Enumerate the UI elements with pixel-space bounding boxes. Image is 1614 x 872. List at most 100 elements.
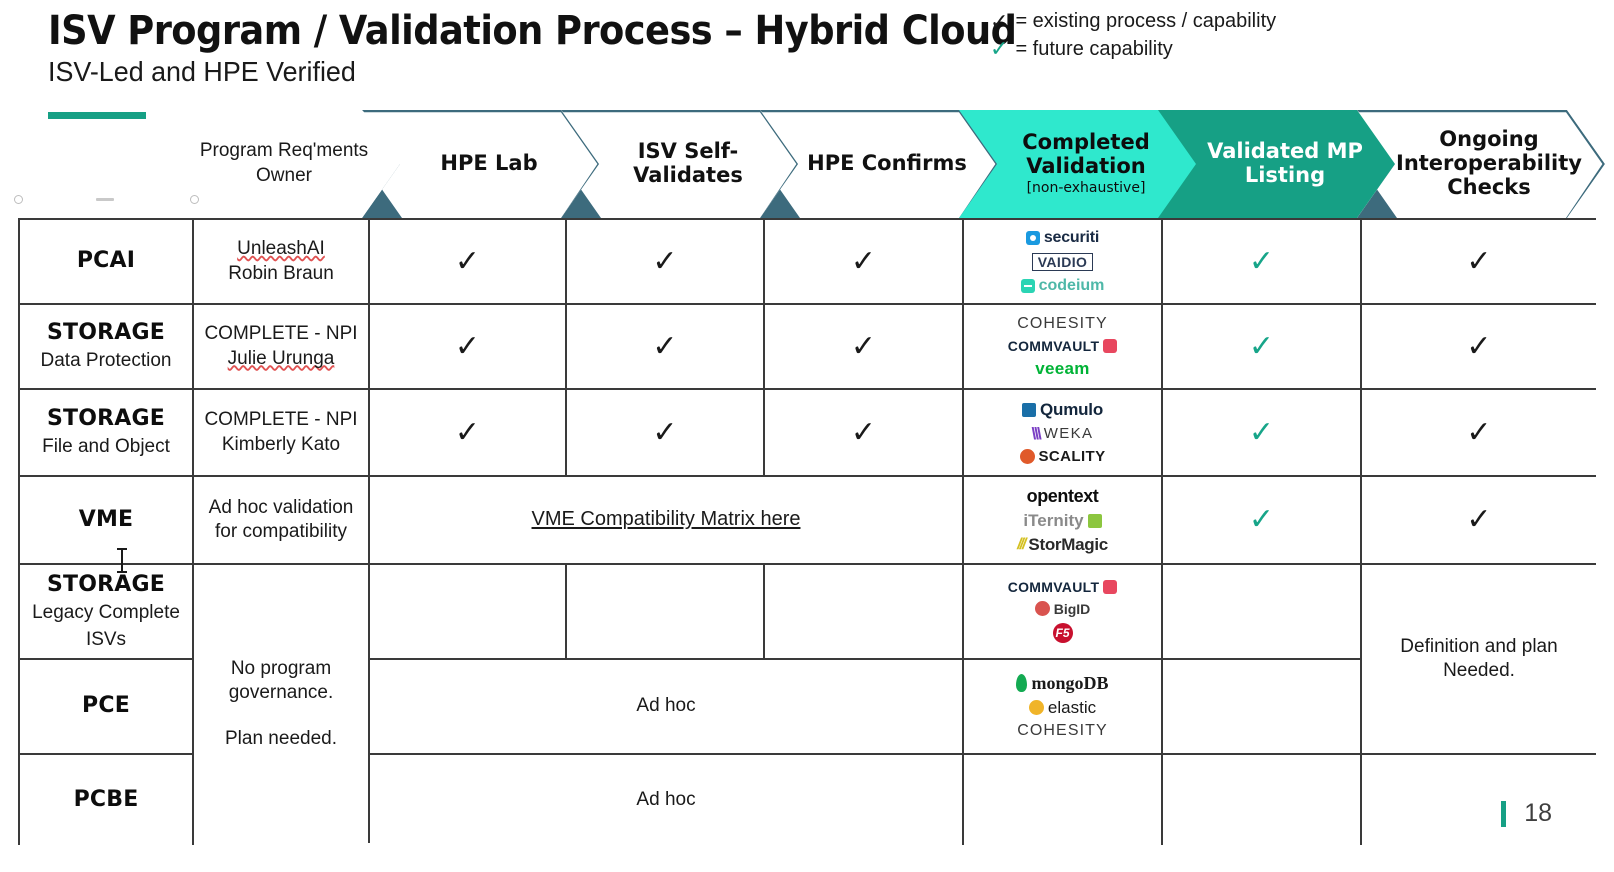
- validation-matrix: PCAI UnleashAI Robin Braun ✓ ✓ ✓ securit…: [18, 218, 1596, 846]
- table-cell-mp-listing-storage-data-protection: ✓: [1163, 305, 1362, 390]
- header-stage-label-line2: Validates: [633, 163, 743, 187]
- row-name: VME: [78, 506, 134, 532]
- table-row-label-pcai: PCAI: [18, 218, 194, 305]
- check-icon: ✓: [850, 329, 877, 363]
- header-owner-line1: Program Req'ments: [199, 140, 369, 162]
- header-stage-label-line1: Ongoing: [1439, 127, 1539, 152]
- header-stage-label-line2: Listing: [1244, 163, 1326, 187]
- selection-handle-bottom[interactable]: [96, 198, 114, 201]
- logo-vaidio: VAIDIO: [1031, 252, 1094, 271]
- row-sub-line2: ISVs: [85, 628, 127, 650]
- header-stage-label-line2: Validation: [1026, 153, 1146, 178]
- check-icon: ✓: [1466, 244, 1492, 278]
- table-cell-isv-self-storage-file-object: ✓: [567, 390, 765, 477]
- table-cell-owner-pcai: UnleashAI Robin Braun: [194, 218, 370, 305]
- table-row-label-storage-legacy: STORAGE Legacy Complete ISVs: [18, 565, 194, 660]
- owner-line1: COMPLETE - NPI: [204, 323, 358, 345]
- header-stage-label-line3: Checks: [1447, 174, 1531, 199]
- table-cell-ongoing-storage-data-protection: ✓: [1362, 305, 1596, 390]
- check-icon: ✓: [850, 415, 877, 449]
- owner-line2: Kimberly Kato: [221, 433, 341, 455]
- table-cell-logos-storage-legacy: COMMVAULT BigID F5: [964, 565, 1163, 660]
- check-icon: ✓: [850, 244, 877, 278]
- header-owner-line2: Owner: [256, 165, 312, 186]
- check-icon: ✓: [652, 329, 678, 363]
- table-cell-isv-self-storage-data-protection: ✓: [567, 305, 765, 390]
- table-cell-ongoing-vme: ✓: [1362, 477, 1596, 565]
- check-icon: ✓: [990, 36, 1009, 62]
- check-icon: ✓: [1466, 503, 1492, 536]
- table-cell-adhoc-pce: Ad hoc: [370, 660, 964, 755]
- table-cell-mp-listing-pce: [1163, 660, 1362, 755]
- header-stage-label-line1: Completed: [1022, 129, 1150, 154]
- table-cell-hpe-lab-pcai: ✓: [370, 218, 567, 305]
- check-icon: ✓: [1248, 415, 1275, 449]
- owner-note-line3: Plan needed.: [225, 728, 337, 750]
- header-stage-isv-self-validates[interactable]: ISV Self- Validates: [561, 110, 799, 218]
- selection-handle-right[interactable]: [190, 195, 199, 204]
- logo-securiti: securiti: [1025, 229, 1099, 246]
- table-cell-logos-pcai: securiti VAIDIO codeium: [964, 218, 1163, 305]
- slide-number: 18: [1524, 799, 1552, 827]
- check-icon: ✓: [1248, 329, 1275, 363]
- header-stage-validated-mp-listing[interactable]: Validated MP Listing: [1158, 110, 1396, 218]
- spacer: [194, 843, 370, 846]
- vme-compatibility-matrix-link[interactable]: VME Compatibility Matrix here: [531, 508, 801, 531]
- check-icon: ✓: [652, 244, 678, 278]
- table-cell-mp-listing-storage-legacy: [1163, 565, 1362, 660]
- logo-bigid: BigID: [1034, 601, 1090, 616]
- table-cell-logos-storage-data-protection: COHESITY COMMVAULT veeam: [964, 305, 1163, 390]
- check-icon: ✓: [1466, 329, 1492, 363]
- header-stage-hpe-lab[interactable]: HPE Lab: [362, 110, 600, 218]
- header-stage-label-line1: ISV Self-: [637, 139, 739, 164]
- row-name: STORAGE: [46, 320, 165, 346]
- row-sub: File and Object: [42, 436, 170, 458]
- check-icon: ✓: [454, 415, 481, 449]
- check-icon: ✓: [454, 329, 481, 363]
- logo-scality: SCALITY: [1019, 449, 1106, 464]
- header-stage-label: HPE Confirms: [807, 151, 967, 176]
- logo-stack: mongoDB elastic COHESITY: [964, 674, 1161, 739]
- table-cell-mp-listing-pcbe: [1163, 755, 1362, 845]
- table-cell-logos-storage-file-object: Qumulo \\\WEKA SCALITY: [964, 390, 1163, 477]
- legend: ✓ = existing process / capability ✓ = fu…: [990, 8, 1276, 63]
- table-cell-ongoing-storage-file-object: ✓: [1362, 390, 1596, 477]
- header-stage-ongoing-interoperability-checks[interactable]: Ongoing Interoperability Checks: [1357, 110, 1605, 218]
- selection-handle-left[interactable]: [14, 195, 23, 204]
- legend-item-future: ✓ = future capability: [990, 36, 1276, 64]
- header-stage-completed-validation[interactable]: Completed Validation [non-exhaustive]: [959, 110, 1197, 218]
- page-title: ISV Program / Validation Process – Hybri…: [48, 8, 1017, 54]
- logo-codeium: codeium: [1020, 277, 1104, 294]
- owner-line1: UnleashAI: [237, 238, 325, 260]
- table-cell-ongoing-pcai: ✓: [1362, 218, 1596, 305]
- row-name: PCE: [82, 693, 130, 719]
- owner-line2: Julie Urunga: [227, 347, 335, 369]
- owner-note-line1: No program: [230, 657, 332, 679]
- logo-stormagic: ///StorMagic: [1017, 535, 1108, 554]
- owner-line1: COMPLETE - NPI: [204, 409, 358, 431]
- logo-opentext: opentext: [1026, 486, 1099, 506]
- logo-mongodb: mongoDB: [1016, 674, 1109, 692]
- table-cell-vme-compatibility-span: VME Compatibility Matrix here: [370, 477, 964, 565]
- check-icon: ✓: [1248, 244, 1275, 278]
- header-stage-hpe-confirms[interactable]: HPE Confirms: [760, 110, 998, 218]
- table-cell-owner-vme: Ad hoc validation for compatibility: [194, 477, 370, 565]
- logo-stack: securiti VAIDIO codeium: [964, 229, 1161, 294]
- adhoc-label: Ad hoc: [636, 788, 696, 810]
- logo-stack: COHESITY COMMVAULT veeam: [964, 316, 1161, 377]
- table-cell-logos-pcbe: [964, 755, 1163, 845]
- table-cell-hpe-lab-storage-legacy: [370, 565, 567, 660]
- table-cell-mp-listing-vme: ✓: [1163, 477, 1362, 565]
- logo-qumulo: Qumulo: [1021, 401, 1103, 418]
- legend-label-existing: = existing process / capability: [1015, 10, 1277, 32]
- row-name: STORAGE: [46, 406, 165, 432]
- table-row-label-pce: PCE: [18, 660, 194, 755]
- owner-note-line2: governance.: [228, 681, 334, 703]
- ongoing-note-line1: Definition and plan: [1400, 635, 1558, 657]
- slide-number-group: 18: [1501, 799, 1552, 828]
- owner-line1: Ad hoc validation: [208, 496, 354, 518]
- logo-iternity: iTernity: [1023, 512, 1102, 529]
- row-name: STORAGE: [46, 572, 165, 598]
- logo-cohesity: COHESITY: [1017, 722, 1108, 739]
